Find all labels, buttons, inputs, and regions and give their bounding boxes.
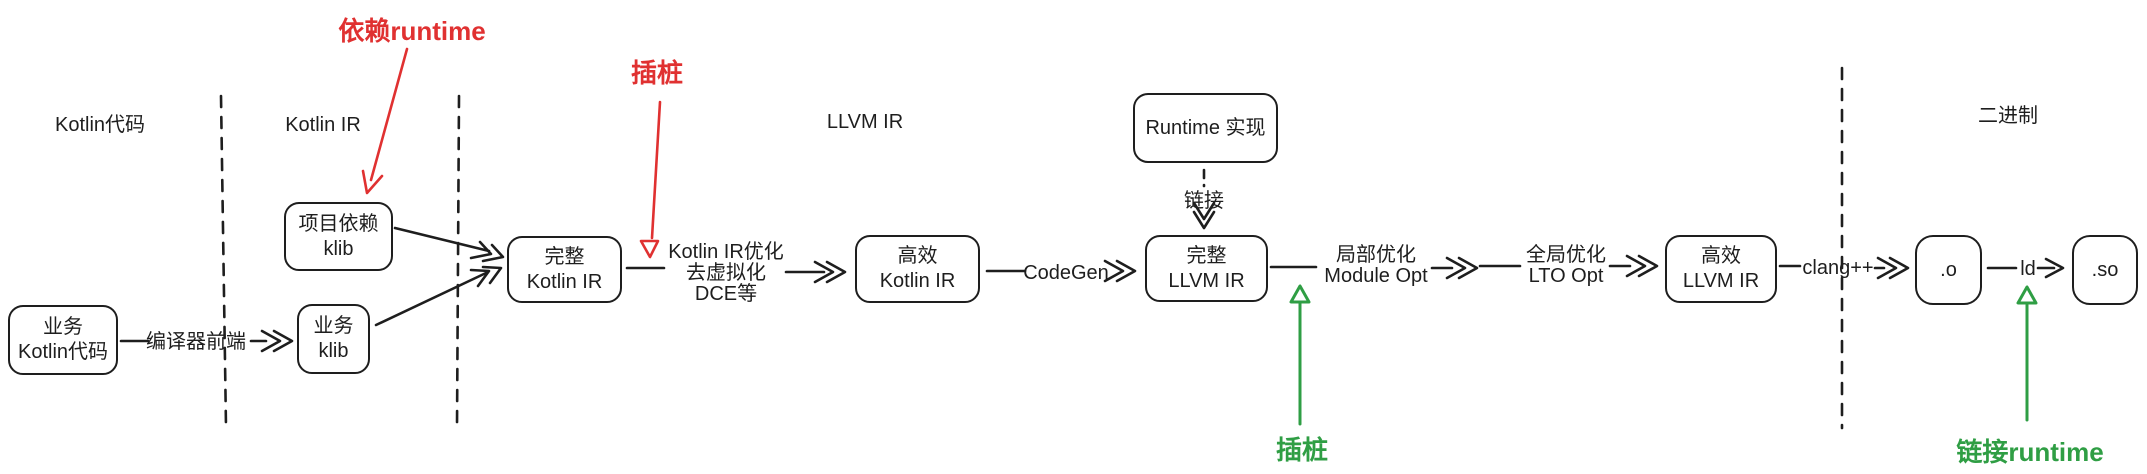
- edge-label-kotlin-ir-opt: Kotlin IR优化 去虚拟化 DCE等: [668, 241, 784, 305]
- separator-lines: [219, 66, 1844, 430]
- arrow-lto-opt: [1608, 254, 1659, 278]
- edge-label-lto-opt: 全局优化 LTO Opt: [1526, 244, 1606, 287]
- arrow-clang: [1778, 256, 1910, 280]
- green-arrow-instrument-llvm-ir: [1289, 284, 1311, 426]
- section-header-binary: 二进制: [1978, 105, 2038, 127]
- separator-line-kotlin-code: [219, 94, 228, 429]
- edge-label-module-opt: 局部优化 Module Opt: [1324, 244, 1428, 287]
- arrow-project-klib-to-full-kotlin-ir: [393, 226, 505, 263]
- annotation-instrument-kotlin-ir: 插桩: [630, 58, 684, 88]
- arrow-link-runtime-impl: [1192, 168, 1216, 230]
- edge-label-ld: ld: [2020, 258, 2036, 280]
- node-biz-klib: 业务 klib: [297, 304, 370, 374]
- node-shared-object: .so: [2072, 235, 2138, 305]
- node-runtime-impl: Runtime 实现: [1133, 93, 1278, 163]
- arrow-codegen: [985, 259, 1137, 283]
- edge-label-clang: clang++: [1802, 257, 1874, 279]
- annotation-instrument-llvm-ir: 插桩: [1275, 435, 1329, 465]
- node-object-file: .o: [1915, 235, 1982, 305]
- annotation-link-runtime: 链接runtime: [1956, 437, 2104, 467]
- separator-line-kotlin-ir: [455, 94, 461, 429]
- section-header-kotlin-code: Kotlin代码: [54, 114, 146, 136]
- red-arrow-instrument-kotlin-ir: [639, 100, 662, 259]
- edge-label-codegen: CodeGen: [1023, 262, 1109, 284]
- node-full-kotlin-ir: 完整 Kotlin IR: [507, 236, 622, 303]
- edge-label-link: 链接: [1184, 190, 1224, 212]
- section-header-kotlin-ir: Kotlin IR: [285, 114, 361, 136]
- annotation-dep-runtime: 依赖runtime: [338, 16, 486, 46]
- arrow-module-opt: [1269, 256, 1522, 280]
- edge-label-compiler-frontend: 编译器前端: [146, 331, 246, 353]
- node-efficient-kotlin-ir: 高效 Kotlin IR: [855, 235, 980, 303]
- node-biz-kotlin-code: 业务 Kotlin代码: [8, 305, 118, 375]
- node-full-llvm-ir: 完整 LLVM IR: [1145, 235, 1268, 302]
- arrow-biz-klib-to-full-kotlin-ir: [374, 265, 503, 327]
- red-arrow-dep-runtime: [361, 47, 409, 195]
- arrow-kotlin-ir-optimization: [625, 260, 847, 284]
- node-project-dep-klib: 项目依赖 klib: [284, 202, 393, 271]
- node-efficient-llvm-ir: 高效 LLVM IR: [1665, 235, 1777, 303]
- section-header-llvm-ir: LLVM IR: [826, 111, 904, 133]
- arrow-compiler-frontend: [119, 329, 294, 353]
- arrow-ld: [1986, 257, 2065, 279]
- green-arrow-link-runtime: [2016, 285, 2038, 422]
